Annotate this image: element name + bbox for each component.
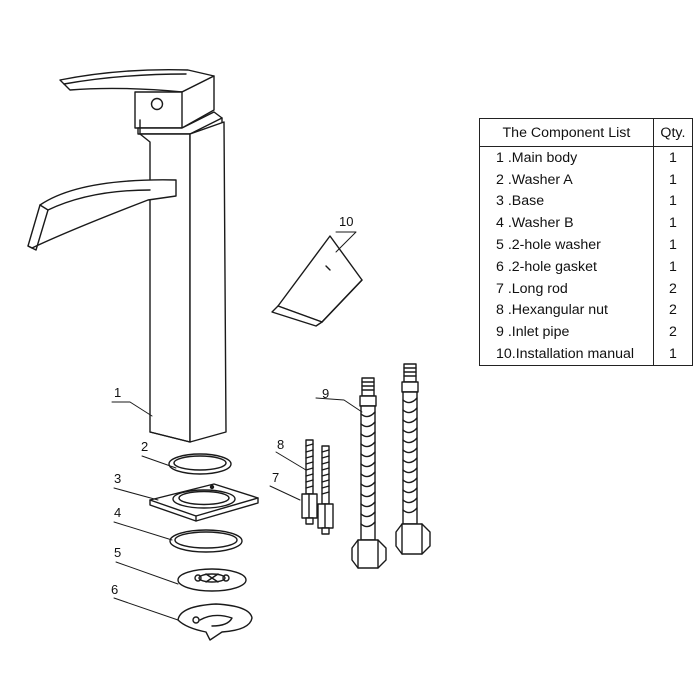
callout-1: 1: [114, 385, 122, 400]
component-qty: 1: [652, 343, 693, 366]
component-qty: 1: [652, 234, 693, 256]
component-qty: 1: [652, 190, 693, 213]
callout-9: 9: [322, 386, 330, 401]
callout-6: 6: [111, 582, 119, 597]
inlet-pipe-left: [351, 377, 387, 569]
component-qty: 1: [652, 146, 693, 169]
callout-3: 3: [114, 471, 122, 486]
installation-manual: [271, 235, 363, 327]
inlet-pipe-right: [395, 363, 431, 555]
component-name: 1 .Main body: [496, 149, 578, 166]
base-plate: [149, 483, 259, 522]
component-name: 3 .Base: [496, 193, 545, 210]
header-component-list: The Component List: [479, 118, 654, 147]
component-name: 4 .Washer B: [496, 215, 574, 232]
component-name: 10.Installation manual: [496, 346, 635, 363]
table-header-row: The Component List Qty.: [479, 118, 693, 147]
table-row: 4 .Washer B 1: [480, 212, 693, 235]
component-name: 9 .Inlet pipe: [496, 324, 570, 341]
component-qty: 1: [652, 168, 693, 191]
washer-b: [169, 529, 243, 553]
long-rod-left: [301, 439, 318, 525]
table-row: 10.Installation manual 1: [480, 343, 693, 366]
callout-2: 2: [141, 439, 149, 454]
component-name: 2 .Washer A: [496, 171, 573, 188]
component-name: 6 .2-hole gasket: [496, 258, 597, 275]
component-qty: 2: [652, 299, 693, 322]
two-hole-gasket: [177, 603, 253, 641]
header-qty: Qty.: [652, 118, 693, 147]
washer-a: [168, 453, 232, 475]
table-row: 2 .Washer A 1: [480, 168, 693, 191]
callout-10: 10: [339, 214, 354, 229]
main-body-faucet: [27, 69, 227, 443]
callout-8: 8: [277, 437, 285, 452]
component-qty: 2: [652, 277, 693, 300]
table-row: 8 .Hexangular nut 2: [480, 299, 693, 322]
two-hole-washer: [177, 568, 247, 592]
component-name: 7 .Long rod: [496, 280, 568, 297]
table-row: 3 .Base 1: [480, 190, 693, 213]
callout-4: 4: [114, 505, 122, 520]
table-row: 7 .Long rod 2: [480, 277, 693, 300]
component-qty: 1: [652, 212, 693, 235]
long-rod-right: [317, 445, 334, 535]
table-row: 1 .Main body 1: [480, 146, 693, 169]
component-list-table: The Component List Qty. 1 .Main body 1 2 …: [479, 118, 693, 366]
table-row: 9 .Inlet pipe 2: [480, 321, 693, 344]
table-row: 5 .2-hole washer 1: [480, 234, 693, 256]
component-qty: 2: [652, 321, 693, 344]
component-name: 8 .Hexangular nut: [496, 302, 608, 319]
callout-5: 5: [114, 545, 122, 560]
table-row: 6 .2-hole gasket 1: [480, 255, 693, 278]
component-qty: 1: [652, 255, 693, 278]
callout-7: 7: [272, 470, 280, 485]
leader-lines: [111, 231, 363, 621]
component-name: 5 .2-hole washer: [496, 237, 601, 254]
